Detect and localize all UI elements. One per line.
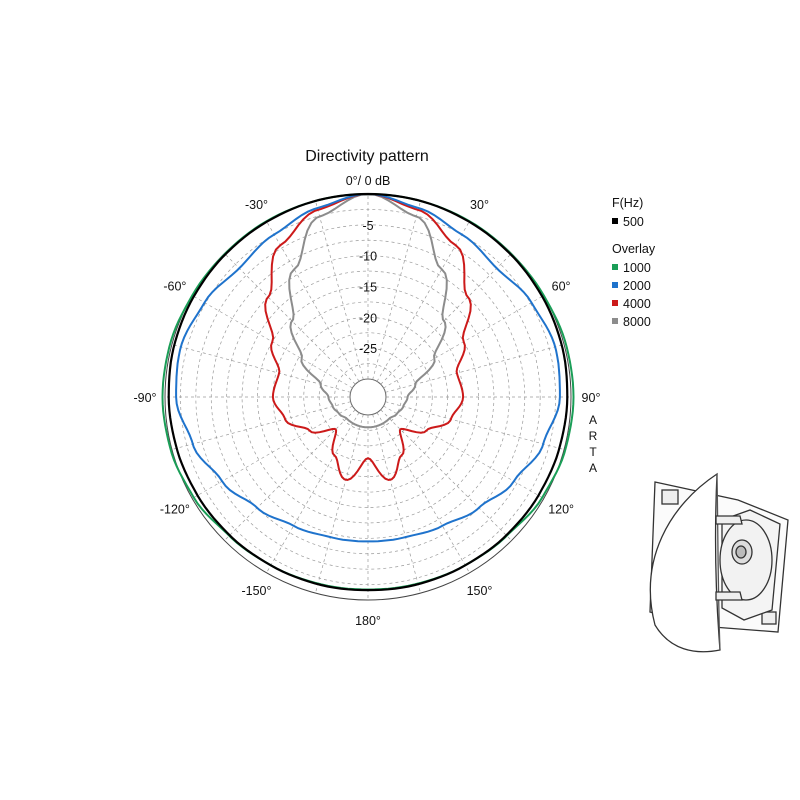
- grid-ring: [241, 270, 495, 524]
- polar-grid: [164, 193, 572, 601]
- angle-tick-label: -120°: [160, 503, 190, 517]
- grid-spoke: [385, 401, 565, 450]
- legend-swatch: [612, 264, 618, 270]
- legend-entry: 500: [623, 215, 644, 229]
- legend-swatch: [612, 218, 618, 224]
- grid-spoke: [376, 412, 470, 573]
- side-letter: R: [589, 429, 598, 443]
- grid-spoke: [380, 409, 512, 541]
- plot-curves: [161, 192, 575, 592]
- radial-tick-label: -20: [359, 311, 377, 325]
- angle-tick-label: 180°: [355, 614, 381, 628]
- legend-swatch: [612, 318, 618, 324]
- angle-tick-label: 30°: [470, 198, 489, 212]
- grid-spoke: [224, 409, 356, 541]
- legend-swatch: [612, 300, 618, 306]
- angle-tick-label: 150°: [467, 584, 493, 598]
- radial-unit-label: 0°/ 0 dB: [346, 174, 391, 188]
- legend: F(Hz) 500 Overlay 1000 2000 4000 8000: [612, 196, 656, 329]
- radial-tick-label: -5: [362, 219, 373, 233]
- angle-tick-label: -60°: [163, 280, 186, 294]
- grid-spoke: [171, 344, 351, 393]
- chart-title: Directivity pattern: [305, 148, 429, 165]
- grid-spoke: [372, 414, 421, 594]
- angle-tick-label: -30°: [245, 198, 268, 212]
- grid-spoke: [315, 200, 364, 380]
- grid-spoke: [171, 401, 351, 450]
- grid-ring: [226, 255, 510, 539]
- radial-tick-label: -25: [359, 342, 377, 356]
- grid-ring: [195, 224, 541, 570]
- legend-entry: 2000: [623, 279, 651, 293]
- series-line-8000: [288, 192, 448, 429]
- angle-tick-label: 60°: [552, 280, 571, 294]
- angle-tick-label: -90°: [133, 391, 156, 405]
- overlay-header: Overlay: [612, 242, 656, 256]
- angle-tick-labels: -30° 30° -60° 60° -90° 90° -120° 120° -150° 150° 1…: [133, 198, 600, 628]
- grid-ring: [303, 332, 433, 462]
- legend-entry: 1000: [623, 261, 651, 275]
- angle-tick-label: 120°: [548, 503, 574, 517]
- angle-tick-label: 90°: [582, 391, 601, 405]
- grid-spoke: [376, 221, 470, 382]
- legend-header: F(Hz): [612, 196, 643, 210]
- series-line-4000: [264, 192, 472, 482]
- radial-tick-label: -15: [359, 281, 377, 295]
- side-letter: A: [589, 461, 597, 475]
- grid-spoke: [385, 344, 565, 393]
- grid-spoke: [315, 414, 364, 594]
- grid-spoke: [372, 200, 421, 380]
- radial-tick-labels: -5 -10 -15 -20 -25: [359, 219, 377, 356]
- grid-ring: [334, 363, 402, 431]
- grid-spoke: [266, 221, 360, 382]
- grid-spoke: [266, 412, 360, 573]
- grid-spoke: [224, 253, 356, 385]
- legend-entry: 4000: [623, 297, 651, 311]
- series-line-500: [167, 192, 569, 592]
- legend-swatch: [612, 282, 618, 288]
- radial-tick-label: -10: [359, 250, 377, 264]
- side-letter: A: [589, 413, 597, 427]
- side-watermark: A R T A: [589, 413, 598, 475]
- grid-spoke: [380, 253, 512, 385]
- grid-spoke: [192, 405, 353, 499]
- grid-spoke: [383, 405, 544, 499]
- side-letter: T: [589, 445, 597, 459]
- legend-entry: 8000: [623, 315, 651, 329]
- angle-tick-label: -150°: [241, 584, 271, 598]
- series-line-2000: [175, 192, 561, 543]
- speaker-waveguide-icon: [649, 472, 789, 653]
- center-hole: [349, 378, 387, 416]
